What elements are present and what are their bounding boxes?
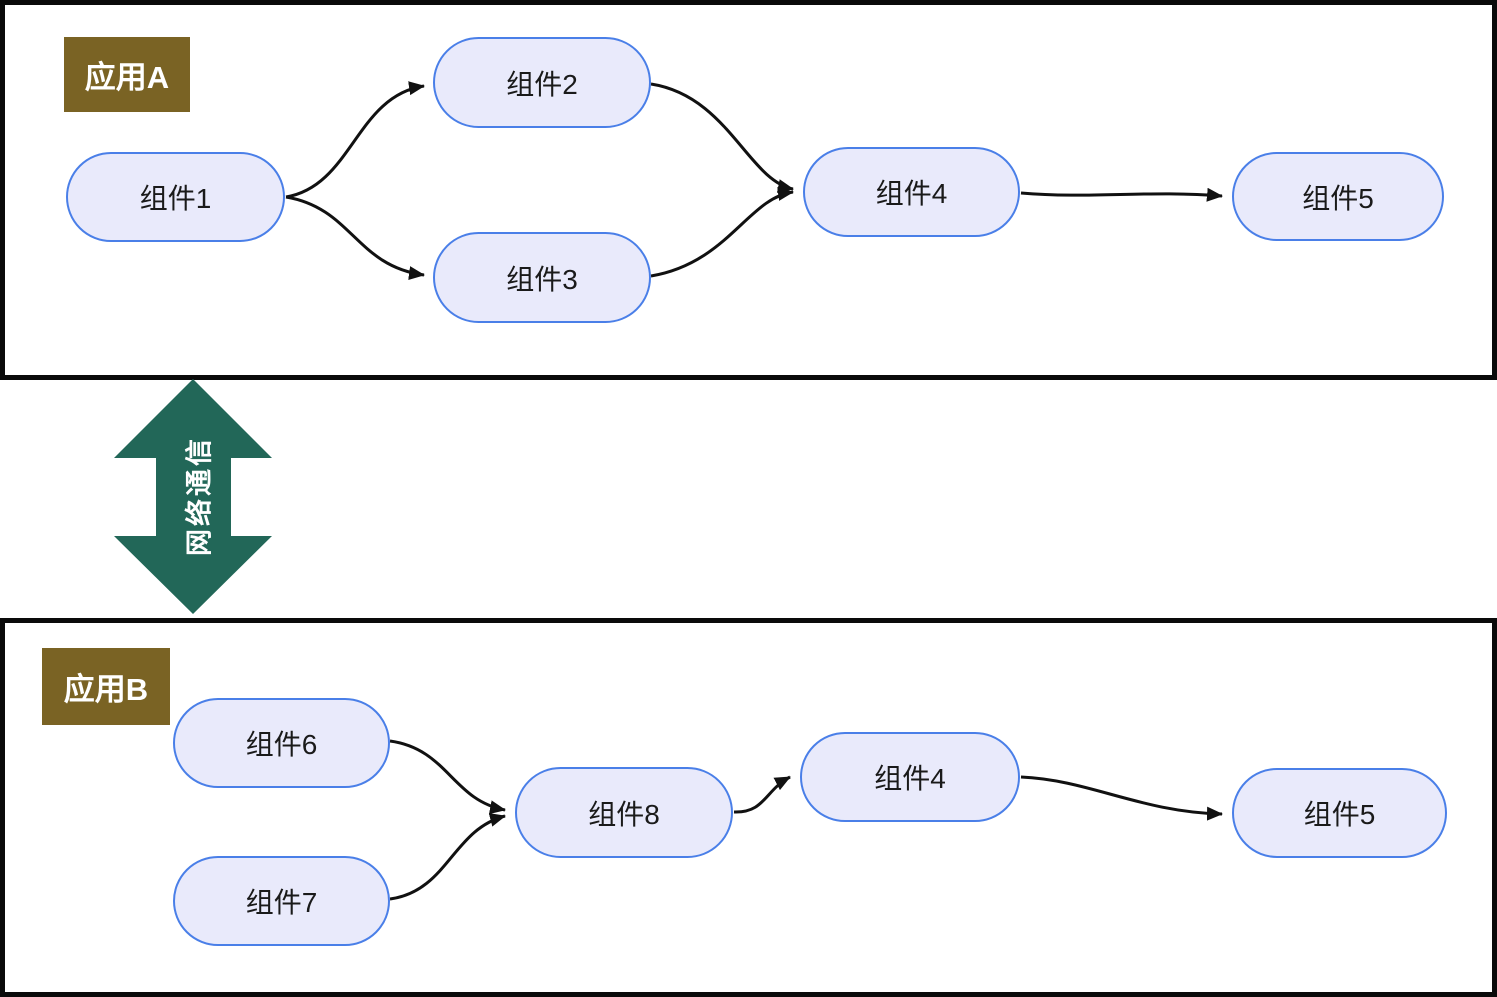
node-app-a-component-4: 组件4	[803, 147, 1020, 237]
app-b-label: 应用B	[42, 648, 170, 725]
node-app-b-component-8: 组件8	[515, 767, 733, 858]
node-app-a-component-3: 组件3	[433, 232, 651, 323]
node-app-b-component-5: 组件5	[1232, 768, 1447, 858]
node-app-b-component-4: 组件4	[800, 732, 1020, 822]
node-app-b-component-7: 组件7	[173, 856, 390, 946]
node-app-b-component-6: 组件6	[173, 698, 390, 788]
node-app-a-component-2: 组件2	[433, 37, 651, 128]
node-app-a-component-5: 组件5	[1232, 152, 1444, 241]
app-a-label: 应用A	[64, 37, 190, 112]
node-app-a-component-1: 组件1	[66, 152, 285, 242]
network-communication-label: 网络通信	[184, 436, 215, 556]
